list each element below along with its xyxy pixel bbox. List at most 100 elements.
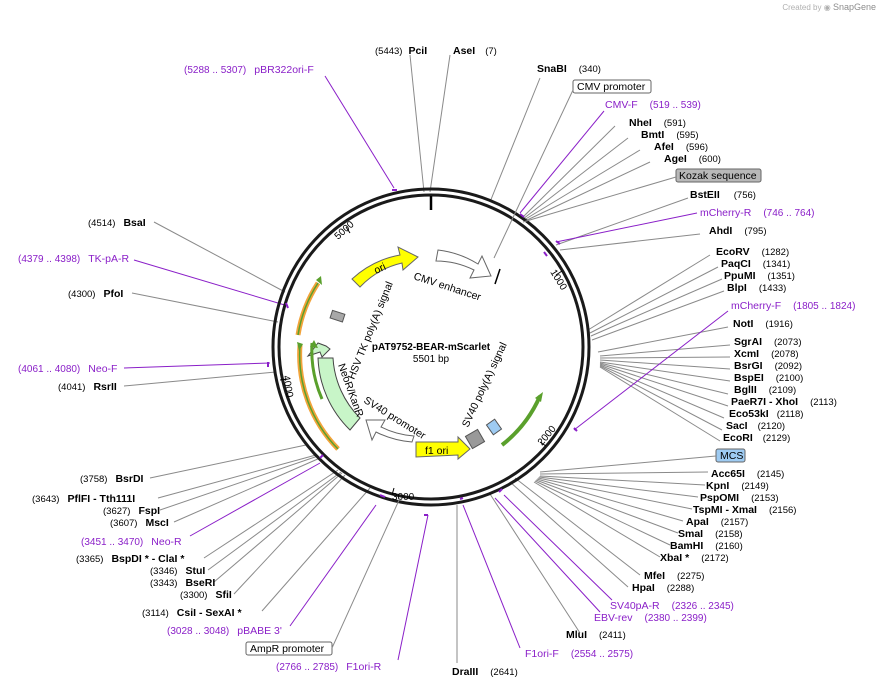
enzyme-clai: (3365)BspDI * - ClaI * — [76, 553, 185, 565]
mcs-leader — [539, 455, 717, 473]
ampr-promoter-box: AmpR promoter — [245, 641, 333, 656]
enzyme-acc65i: Acc65I(2145) — [711, 468, 784, 480]
enzyme-mfei: MfeI(2275) — [644, 570, 704, 582]
primer-mcherry-r: mCherry-R(746 .. 764) — [700, 207, 815, 219]
plasmid-length: 5501 bp — [413, 354, 450, 365]
neor-body — [317, 357, 361, 431]
enzyme-pcii: (5443)PciI — [375, 45, 427, 57]
enzyme-xmai: TspMI - XmaI(2156) — [693, 504, 796, 516]
enzyme-agei: AgeI(600) — [664, 153, 721, 165]
enzyme-xbai: XbaI *(2172) — [660, 552, 729, 564]
primer-neo-f: (4061 .. 4080)Neo-F — [18, 363, 117, 375]
enzyme-bseri: (3343)BseRI — [150, 577, 215, 589]
enzyme-bglii: BglII(2109) — [734, 384, 796, 396]
cmv-promoter-box: CMV promoter — [572, 79, 652, 94]
f1-ori-label: f1 ori — [425, 445, 448, 457]
kozak-leader — [522, 176, 677, 223]
enzyme-bspei: BspEI(2100) — [734, 372, 803, 384]
snapgene-credit: Created by ◉ SnapGene — [782, 2, 876, 12]
tick-5000 — [345, 226, 351, 234]
f1-ori-arrow — [415, 435, 471, 461]
primer-binding-marks — [267, 189, 578, 516]
enzyme-sexai: (3114)CsiI - SexAI * — [142, 607, 242, 619]
primer-pbr322ori-f: (5288 .. 5307)pBR322ori-F — [184, 64, 314, 76]
enzyme-pfoi: (4300)PfoI — [68, 288, 123, 300]
primer-sv40pa-r: SV40pA-R(2326 .. 2345) — [610, 600, 734, 612]
neor-arrow — [306, 342, 331, 358]
svg-text:AmpR promoter: AmpR promoter — [250, 643, 325, 655]
backbone — [271, 187, 591, 507]
enzyme-bsteii: BstEII(756) — [690, 189, 756, 201]
enzyme-bamhi: BamHI(2160) — [670, 540, 743, 552]
tick-label-4000: 4000 — [280, 375, 295, 399]
green-arc-left — [298, 344, 339, 450]
enzyme-ahdi: AhdI(795) — [709, 225, 767, 237]
mcs-box: MCS — [715, 448, 746, 463]
svg-text:CMV promoter: CMV promoter — [577, 81, 646, 93]
enzyme-snabi: SnaBI(340) — [537, 63, 601, 75]
enzyme-apai: ApaI(2157) — [686, 516, 748, 528]
enzyme-bsai: (4514)BsaI — [88, 217, 146, 229]
arrowhead-upper — [316, 276, 322, 285]
enzyme-saci: SacI(2120) — [726, 420, 785, 432]
primer-mcherry-f: mCherry-F(1805 .. 1824) — [731, 300, 855, 312]
hsv-tk-label: HSV TK poly(A) signal — [346, 280, 396, 381]
tick-label-1000: 1000 — [547, 268, 568, 293]
enzyme-mlui: MluI(2411) — [566, 629, 626, 641]
enzyme-xhoi: PaeR7I - XhoI(2113) — [731, 396, 837, 408]
ori-arrow — [351, 246, 419, 288]
cmv-promoter-leader — [493, 89, 574, 259]
enzyme-kpni: KpnI(2149) — [706, 480, 769, 492]
green-arc-upper — [297, 282, 319, 336]
cmv-promoter-marker — [494, 268, 501, 285]
svg-text:Kozak sequence: Kozak sequence — [679, 170, 757, 182]
primer-pbabe-3: (3028 .. 3048)pBABE 3' — [167, 625, 282, 637]
primer-tk-pa-r: (4379 .. 4398)TK-pA-R — [18, 253, 130, 265]
enzyme-leader-lines — [123, 54, 731, 663]
enzyme-pspomi: PspOMI(2153) — [700, 492, 779, 504]
enzyme-noti: NotI(1916) — [733, 318, 793, 330]
tick-label-3000: 3000 — [392, 492, 415, 503]
ori-label: ori — [372, 261, 388, 277]
primer-ebv-rev: EBV-rev(2380 .. 2399) — [594, 612, 707, 624]
hsv-tk-box — [329, 309, 346, 323]
tick-2000 — [539, 441, 547, 447]
green-arc-right — [500, 395, 542, 447]
orange-arc-upper — [295, 281, 321, 336]
enzyme-rsrii: (4041)RsrII — [58, 381, 117, 393]
enzyme-sgrai: SgrAI(2073) — [734, 336, 801, 348]
enzyme-paqci: PaqCI(1341) — [721, 258, 790, 270]
enzyme-bsrgi: BsrGI(2092) — [734, 360, 802, 372]
enzyme-ecorv: EcoRV(1282) — [716, 246, 789, 258]
feature-arrows — [295, 246, 543, 461]
enzyme-hpai: HpaI(2288) — [632, 582, 694, 594]
primer-leader-lines — [123, 75, 729, 661]
sv40-promoter-arrow — [365, 419, 415, 443]
arrowhead-neo — [310, 340, 318, 348]
enzyme-asei: AseI(7) — [453, 45, 497, 57]
enzyme-bsrdi: (3758)BsrDI — [80, 473, 144, 485]
enzyme-draiii: DraIII(2641) — [452, 666, 518, 678]
enzyme-eco53ki: Eco53kI(2118) — [729, 408, 803, 420]
enzyme-afei: AfeI(596) — [654, 141, 708, 153]
arrowhead-left — [297, 342, 303, 351]
tick-1000 — [555, 270, 563, 276]
enzyme-smai: SmaI(2158) — [678, 528, 743, 540]
svg-text:MCS: MCS — [720, 450, 743, 462]
tick-4000 — [279, 378, 288, 381]
enzyme-ppumi: PpuMI(1351) — [724, 270, 795, 282]
sv40-polya-box — [485, 418, 503, 436]
enzyme-tth111i: (3643)PflFI - Tth111I — [32, 493, 135, 505]
enzyme-msci: (3607)MscI — [110, 517, 169, 529]
enzyme-sfii: (3300)SfiI — [180, 589, 232, 601]
enzyme-nhei: NheI(591) — [629, 117, 686, 129]
plasmid-name: pAT9752-BEAR-mScarlet — [372, 342, 491, 353]
enzyme-bmti: BmtI(595) — [641, 129, 699, 141]
tick-3000 — [391, 487, 395, 496]
primer-f1ori-r: (2766 .. 2785)F1ori-R — [276, 661, 382, 673]
snapgene-logo-icon: ◉ — [823, 3, 831, 12]
feature-gray-box — [464, 428, 486, 450]
sv40-polya-label: SV40 poly(A) signal — [460, 341, 510, 430]
